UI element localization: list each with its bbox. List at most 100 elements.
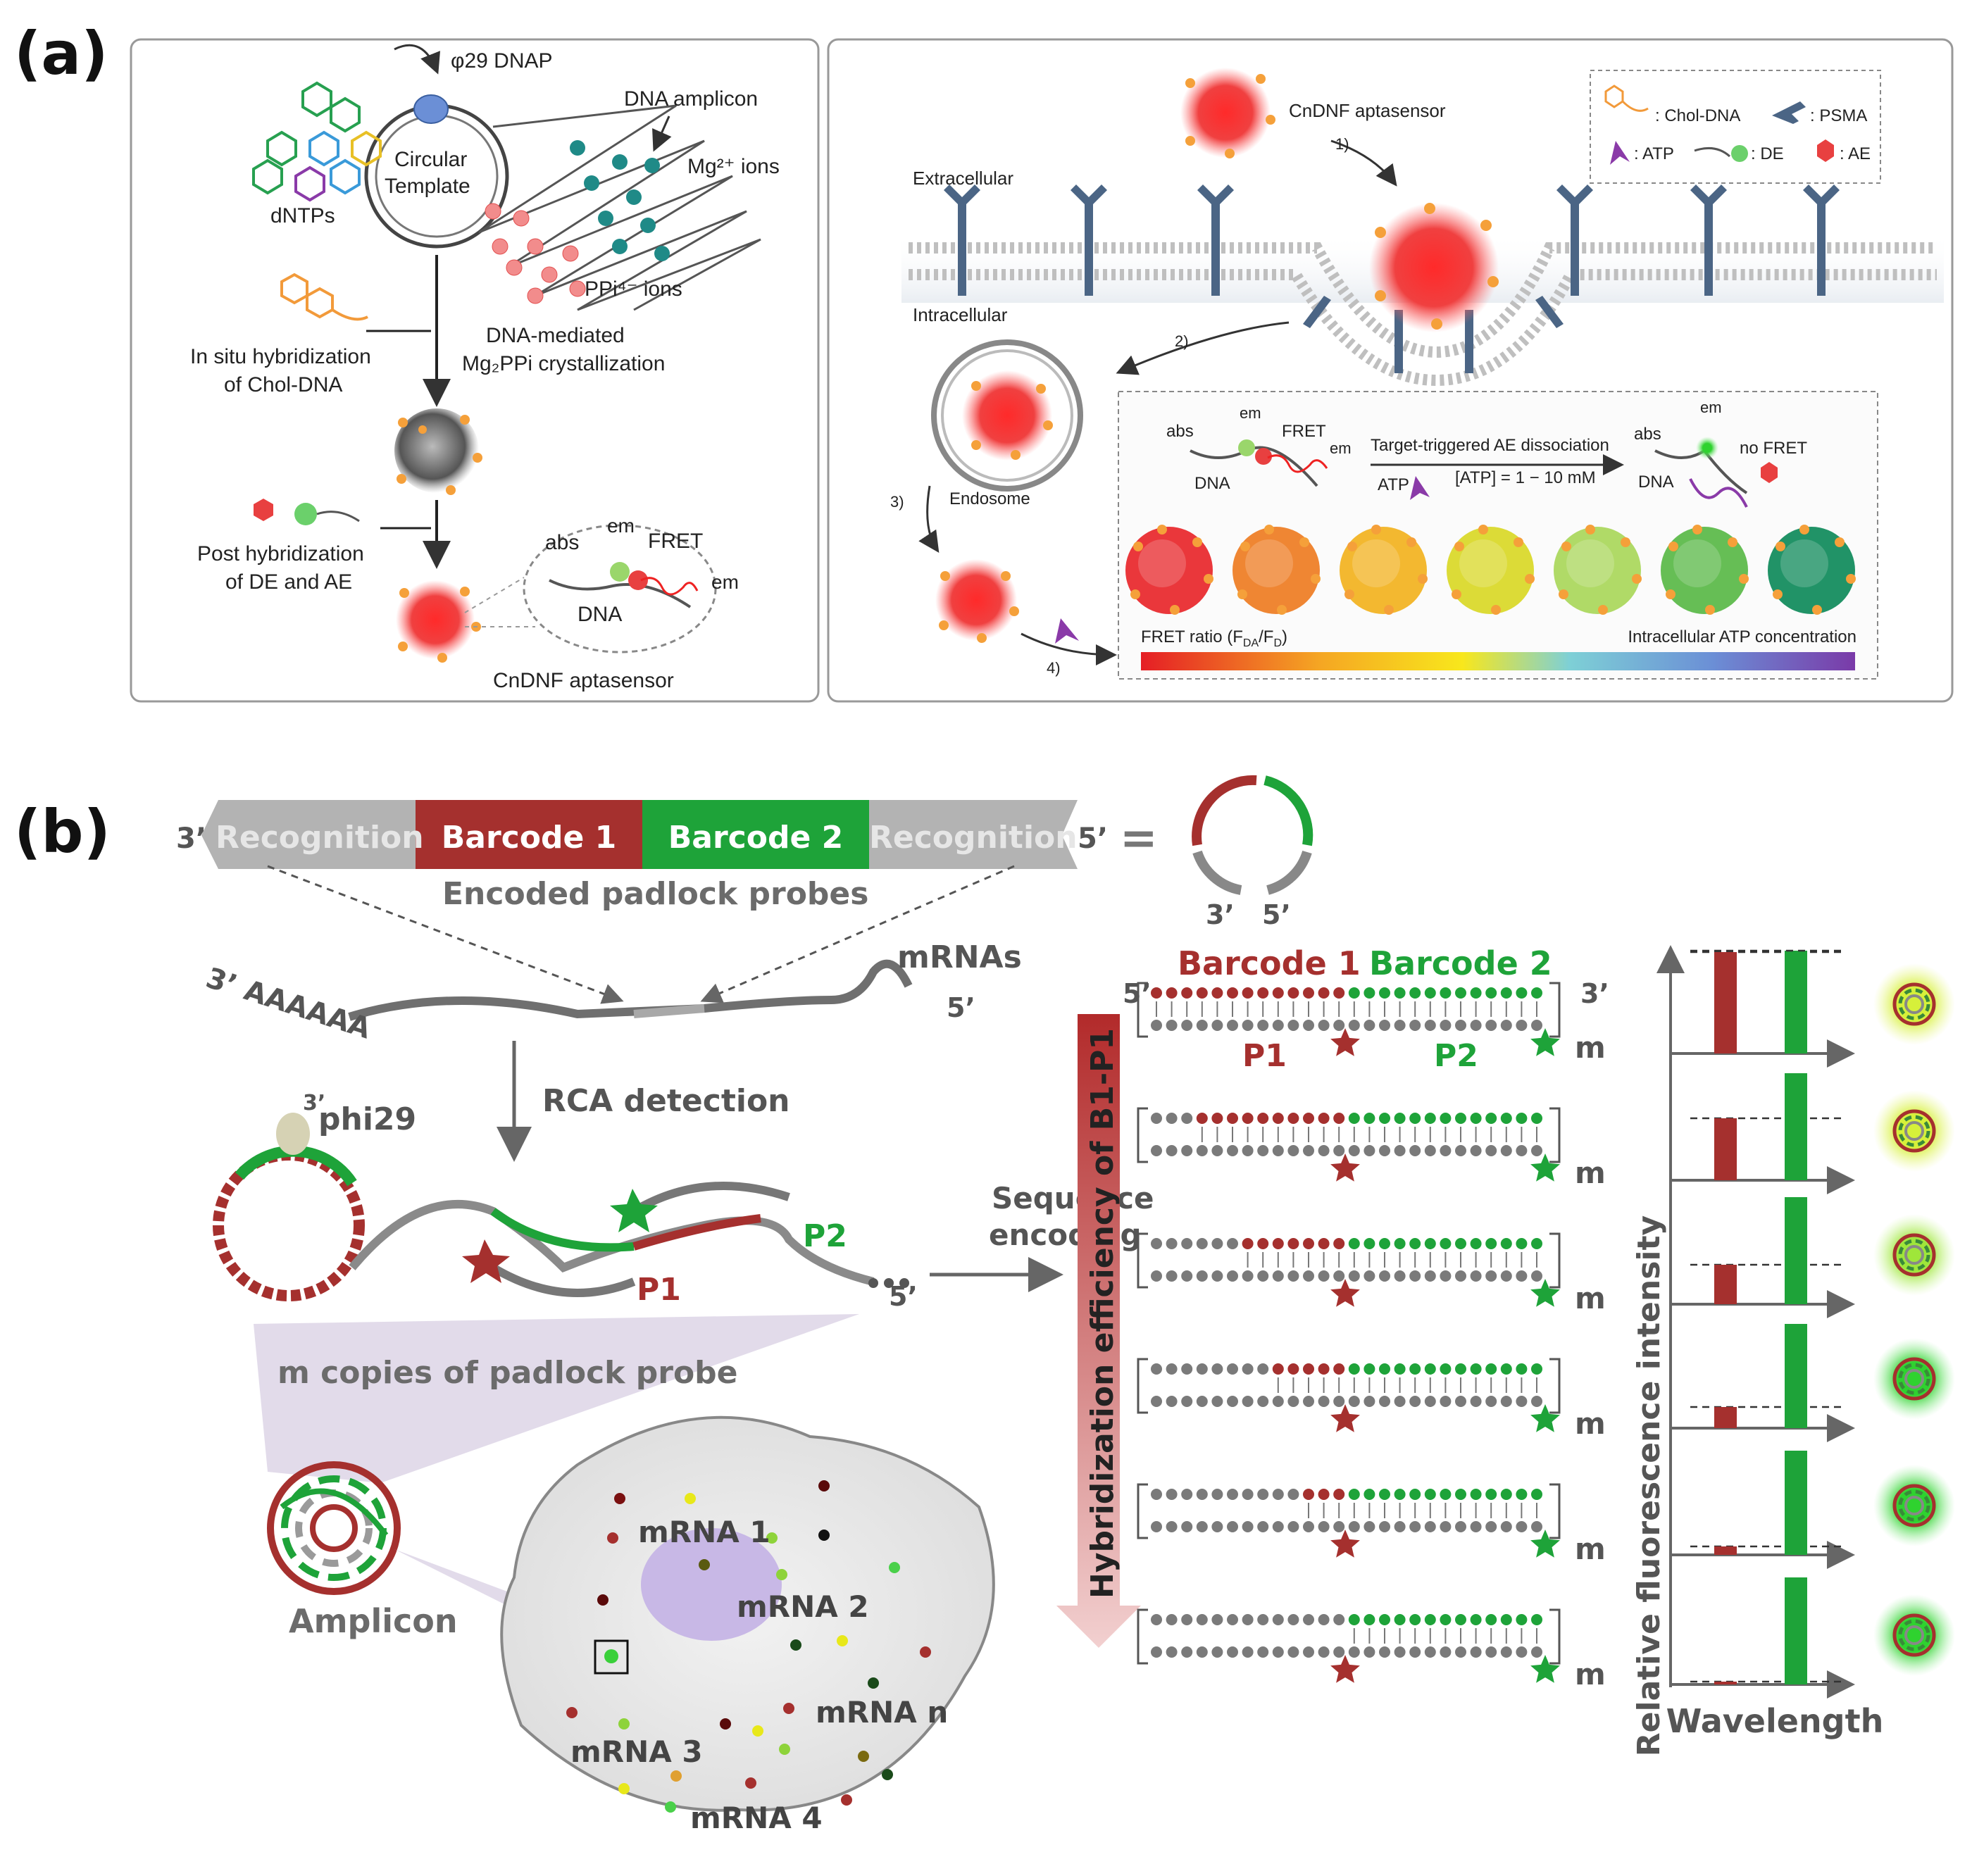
- p1-star-icon: [462, 1239, 510, 1283]
- svg-text:Recognition: Recognition: [216, 820, 424, 856]
- svg-text:mRNAs: mRNAs: [897, 939, 1022, 975]
- aptasensor-color-4: [1447, 525, 1535, 615]
- encoded-padlock-probe: 3’ Recognition Barcode 1 Barcode 2 Recog…: [176, 775, 1313, 930]
- panel-b-tag: (b): [14, 797, 111, 866]
- svg-text:3’: 3’: [1206, 899, 1235, 930]
- aptasensor-color-2: [1232, 525, 1321, 615]
- de-icon: [294, 503, 317, 525]
- barcode2-intensity-bar: [1785, 1197, 1807, 1304]
- copies-m-label: m: [1575, 1156, 1606, 1190]
- svg-text:Mg₂PPi crystallization: Mg₂PPi crystallization: [462, 352, 665, 375]
- svg-text:3’: 3’: [176, 823, 206, 855]
- psma-receptor-icons: [944, 185, 1840, 373]
- mg2ppi-crystal-icon: [394, 408, 479, 493]
- svg-text:: PSMA: : PSMA: [1810, 106, 1867, 125]
- svg-text:abs: abs: [545, 531, 579, 554]
- p2-fluorophore-star-icon: [1530, 1404, 1560, 1432]
- amplicon-glow-icon: [1873, 963, 1955, 1045]
- svg-text:em: em: [1240, 404, 1261, 422]
- p1-fluorophore-star-icon: [1330, 1028, 1360, 1056]
- dntp-icons: [252, 81, 382, 202]
- svg-text:5’: 5’: [1078, 823, 1108, 855]
- svg-text:em: em: [607, 515, 635, 537]
- panel-a-left-frame: [130, 38, 820, 703]
- svg-text:φ29 DNAP: φ29 DNAP: [451, 49, 553, 73]
- p2-star-icon: [610, 1189, 658, 1232]
- barcode2-intensity-bar: [1785, 1073, 1807, 1180]
- bar-row-5: [1671, 1451, 1955, 1569]
- svg-text:Recognition: Recognition: [869, 820, 1078, 856]
- aptasensor-color-row: [1125, 525, 1856, 615]
- svg-text:3’: 3’: [1580, 978, 1609, 1009]
- barcode2-intensity-bar: [1785, 1324, 1807, 1428]
- svg-text:3): 3): [890, 493, 904, 511]
- cndnf-aptasensor-icon: [396, 580, 475, 659]
- svg-text:4): 4): [1047, 659, 1061, 677]
- svg-text:P1: P1: [637, 1272, 681, 1308]
- svg-text:Template: Template: [385, 175, 470, 198]
- p2-fluorophore-star-icon: [1530, 1530, 1560, 1558]
- amplicon-ball-icon: [267, 1461, 401, 1595]
- svg-text:Hybridization efficiency of B1: Hybridization efficiency of B1-P1: [1085, 1028, 1121, 1599]
- svg-text:P1: P1: [1242, 1038, 1287, 1074]
- svg-text:PPi⁴⁻ ions: PPi⁴⁻ ions: [585, 277, 682, 301]
- barcode2-intensity-bar: [1785, 1577, 1807, 1684]
- dna-amplicon-strand: [478, 104, 761, 311]
- svg-text:P2: P2: [803, 1218, 847, 1254]
- svg-text:Intracellular: Intracellular: [913, 304, 1008, 325]
- ae-legend-icon: [1817, 139, 1834, 162]
- p1-fluorophore-star-icon: [1330, 1404, 1360, 1432]
- svg-text:DNA: DNA: [1194, 474, 1230, 493]
- svg-text:: AE: : AE: [1840, 144, 1871, 163]
- psma-legend-icon: [1772, 101, 1806, 124]
- svg-text:Amplicon: Amplicon: [289, 1602, 458, 1640]
- cndnf-aptasensor-top-icon: [1180, 68, 1271, 158]
- copies-m-label: m: [1575, 1406, 1606, 1441]
- engulfed-aptasensor-icon: [1369, 203, 1499, 332]
- svg-text:3’ AAAAAA: 3’ AAAAAA: [202, 962, 375, 1046]
- mg-ion-icons: [570, 140, 670, 261]
- mrna-strand: [348, 959, 913, 1021]
- svg-text:CnDNF aptasensor: CnDNF aptasensor: [493, 669, 674, 692]
- copies-m-label: m: [1575, 1281, 1606, 1315]
- svg-text:Relative fluorescence intensit: Relative fluorescence intensity: [1631, 1215, 1667, 1756]
- svg-text:: Chol-DNA: : Chol-DNA: [1655, 106, 1740, 125]
- bar-row-3: [1671, 1197, 1955, 1318]
- svg-text:Endosome: Endosome: [949, 489, 1030, 508]
- svg-text:Encoded padlock probes: Encoded padlock probes: [442, 876, 868, 912]
- panel-a-tag: (a): [14, 19, 108, 88]
- atp-icon: [1055, 618, 1079, 644]
- svg-text:phi29: phi29: [318, 1101, 416, 1137]
- bar-row-6: [1671, 1577, 1955, 1699]
- amplicon-glow-icon: [1873, 1338, 1955, 1420]
- svg-text:Circular: Circular: [394, 148, 467, 171]
- p1-fluorophore-star-icon: [1330, 1655, 1360, 1683]
- svg-text:mRNA 3: mRNA 3: [570, 1734, 703, 1769]
- svg-text:no FRET: no FRET: [1740, 439, 1807, 458]
- p1-fluorophore-star-icon: [1330, 1530, 1360, 1558]
- p1-fluorophore-star-icon: [1330, 1279, 1360, 1307]
- duplex-row-4: m: [1137, 1358, 1606, 1441]
- zoom-box: [594, 1639, 629, 1675]
- aptasensor-color-5: [1554, 525, 1642, 615]
- barcode-1-segment: [416, 800, 642, 869]
- amplicon-glow-icon: [1873, 1214, 1955, 1296]
- svg-text:mRNA 2: mRNA 2: [737, 1589, 869, 1624]
- duplex-row-5: m: [1137, 1483, 1606, 1566]
- barcode-2-segment: [642, 800, 869, 869]
- fluorescence-bar-panel: [1656, 945, 1955, 1699]
- chol-dna-icon: [280, 273, 368, 321]
- barcode1-intensity-bar: [1714, 952, 1737, 1053]
- svg-text:Wavelength: Wavelength: [1666, 1702, 1884, 1740]
- copies-m-label: m: [1575, 1657, 1606, 1691]
- fret-gradient-bar: [1141, 652, 1855, 670]
- svg-text:[ATP] = 1 − 10 mM: [ATP] = 1 − 10 mM: [1455, 468, 1596, 487]
- svg-text:=: =: [1120, 813, 1158, 865]
- svg-text:CnDNF aptasensor: CnDNF aptasensor: [1289, 100, 1446, 121]
- nucleus: [641, 1528, 782, 1641]
- svg-text:P2: P2: [1434, 1038, 1478, 1074]
- p2-fluorophore-star-icon: [1530, 1279, 1560, 1307]
- barcode1-intensity-bar: [1714, 1546, 1737, 1555]
- p2-fluorophore-star-icon: [1530, 1028, 1560, 1056]
- svg-text:mRNA 1: mRNA 1: [638, 1515, 770, 1549]
